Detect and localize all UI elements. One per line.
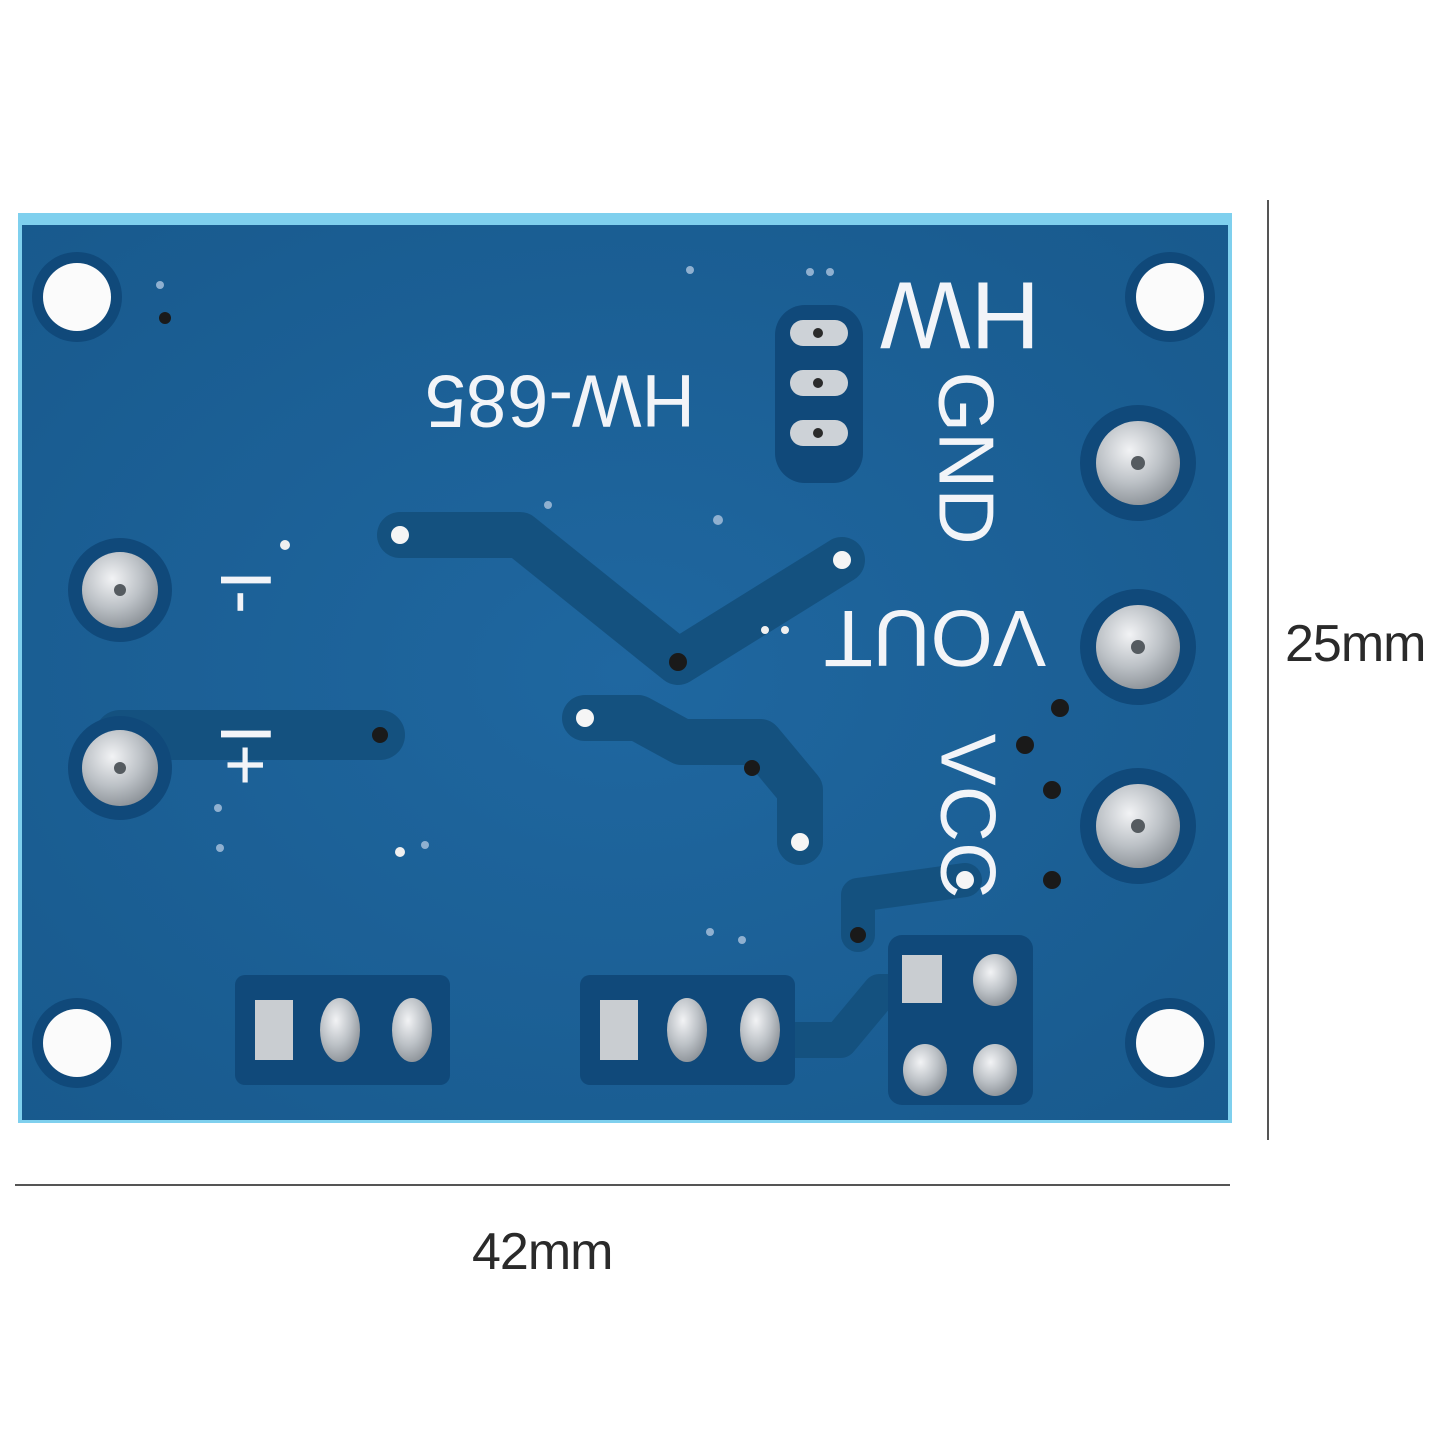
silk-model-label: HW-685 [425,359,695,442]
potentiometer-pads [888,935,1033,1105]
silk-in-plus-label: I+ [205,724,285,786]
height-dimension-label: 25mm [1285,615,1426,673]
silk-in-minus-label: I- [205,570,285,614]
width-dimension-label: 42mm [472,1223,613,1281]
output-pads [1080,405,1196,884]
bottom-headers [235,975,795,1085]
silk-vout-label: VOUT [824,594,1046,683]
silk-vcc-label: VCC [924,734,1012,899]
vias [156,266,1069,944]
silk-brand-label: HW [880,262,1040,369]
jumper-pads [775,305,863,483]
silk-gnd-label: GND [922,371,1010,544]
mounting-holes [32,252,1215,1088]
input-pads [68,538,172,820]
